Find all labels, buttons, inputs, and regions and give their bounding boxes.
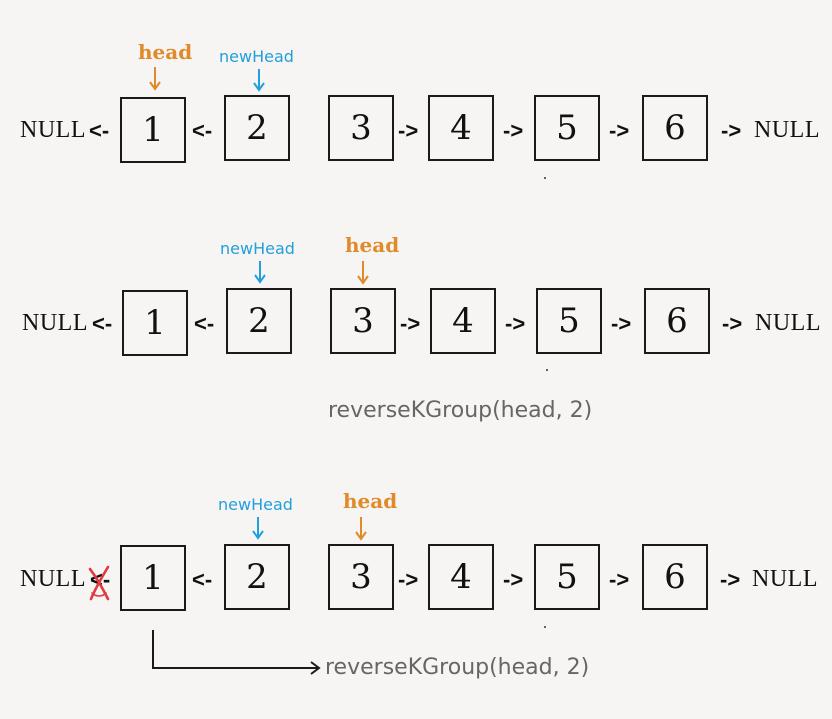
arrow-back: <- [192, 118, 213, 143]
node-1: 1 [122, 290, 188, 356]
new-head-label: newHead [218, 495, 293, 514]
null-left: NULL [20, 566, 86, 592]
head-pointer-arrow [357, 261, 369, 285]
head-pointer-arrow [355, 517, 367, 541]
node-2: 2 [224, 544, 290, 610]
connector-arrow [152, 630, 321, 675]
new-head-pointer-arrow [252, 517, 264, 540]
node-4: 4 [428, 544, 494, 610]
dot-mark [546, 369, 548, 371]
node-2: 2 [226, 288, 292, 354]
head-label: head [343, 489, 398, 513]
arrow-forward: -> [400, 311, 421, 336]
null-left: NULL [22, 310, 88, 336]
cross-out-icon [88, 565, 110, 601]
new-head-label: newHead [220, 239, 295, 258]
arrow-forward: -> [503, 118, 524, 143]
arrow-forward: -> [503, 567, 524, 592]
node-5: 5 [534, 544, 600, 610]
arrow-forward: -> [720, 567, 741, 592]
null-right: NULL [752, 566, 818, 592]
head-label: head [138, 40, 193, 64]
null-left: NULL [20, 117, 86, 143]
node-6: 6 [642, 544, 708, 610]
node-3: 3 [328, 95, 394, 161]
new-head-label: newHead [219, 47, 294, 66]
node-4: 4 [430, 288, 496, 354]
arrow-back: <- [92, 311, 113, 336]
arrow-forward: -> [609, 567, 630, 592]
node-3: 3 [328, 544, 394, 610]
new-head-pointer-arrow [254, 261, 266, 284]
arrow-forward: -> [721, 118, 742, 143]
node-3: 3 [330, 288, 396, 354]
head-label: head [345, 233, 400, 257]
arrow-back: <- [89, 118, 110, 143]
new-head-pointer-arrow [253, 69, 265, 92]
null-right: NULL [755, 310, 821, 336]
head-pointer-arrow [149, 67, 161, 91]
diagram-row-1: head newHead NULL <- 1 <- 2 3 -> 4 -> 5 … [0, 0, 832, 240]
node-5: 5 [536, 288, 602, 354]
arrow-forward: -> [609, 118, 630, 143]
null-right: NULL [754, 117, 820, 143]
arrow-forward: -> [398, 118, 419, 143]
recursive-call-label: reverseKGroup(head, 2) [328, 398, 593, 423]
arrow-forward: -> [505, 311, 526, 336]
dot-mark [544, 626, 546, 628]
arrow-forward: -> [398, 567, 419, 592]
arrow-forward: -> [611, 311, 632, 336]
arrow-forward: -> [722, 311, 743, 336]
node-6: 6 [642, 95, 708, 161]
node-2: 2 [224, 95, 290, 161]
node-1: 1 [120, 97, 186, 163]
diagram-row-3: newHead head NULL <- 1 <- 2 3 -> 4 -> 5 … [0, 0, 832, 680]
node-5: 5 [534, 95, 600, 161]
node-4: 4 [428, 95, 494, 161]
recursive-call-label: reverseKGroup(head, 2) [325, 655, 590, 680]
arrow-back: <- [192, 567, 213, 592]
arrow-back: <- [194, 311, 215, 336]
node-1: 1 [120, 545, 186, 611]
node-6: 6 [644, 288, 710, 354]
diagram-row-2: newHead head NULL <- 1 <- 2 3 -> 4 -> 5 … [0, 0, 832, 423]
dot-mark [544, 177, 546, 179]
